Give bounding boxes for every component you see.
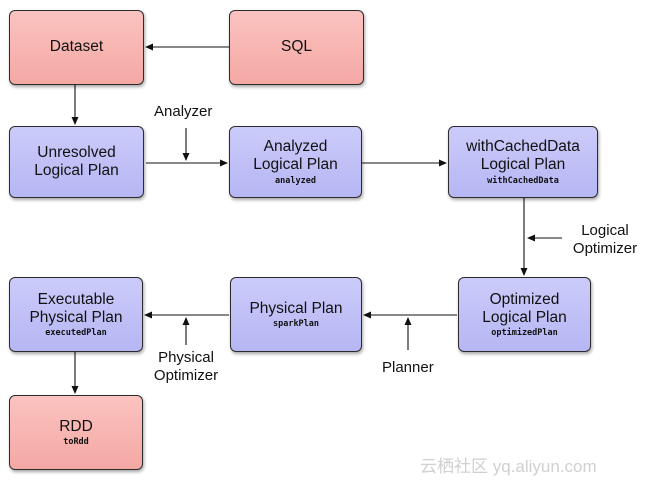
node-sql: SQL: [229, 10, 364, 85]
label-analyzer: Analyzer: [154, 103, 213, 120]
node-dataset: Dataset: [9, 10, 144, 85]
node-cached-title: withCachedData Logical Plan: [466, 138, 580, 174]
node-physical-plan: Physical Plan sparkPlan: [230, 277, 362, 352]
node-analyzed-title: Analyzed Logical Plan: [253, 138, 338, 174]
node-executable-sub: executedPlan: [45, 328, 107, 339]
node-physical-sub: sparkPlan: [272, 319, 320, 330]
node-optimized-logical-plan: Optimized Logical Plan optimizedPlan: [458, 277, 591, 352]
label-logical-optimizer: Logical Optimizer: [572, 222, 638, 257]
node-analyzed-logical-plan: Analyzed Logical Plan analyzed: [229, 126, 362, 198]
node-unresolved-logical-plan: Unresolved Logical Plan: [9, 126, 144, 198]
node-executable-physical-plan: Executable Physical Plan executedPlan: [9, 277, 143, 352]
watermark: 云栖社区 yq.aliyun.com: [420, 457, 597, 476]
node-physical-title: Physical Plan: [249, 299, 343, 317]
node-rdd-sub: toRdd: [63, 437, 89, 448]
node-cached-sub: withCachedData: [487, 175, 559, 186]
node-withcacheddata-logical-plan: withCachedData Logical Plan withCachedDa…: [448, 126, 598, 198]
label-physical-optimizer: Physical Optimizer: [153, 349, 219, 384]
node-dataset-title: Dataset: [49, 38, 104, 56]
node-analyzed-sub: analyzed: [275, 175, 316, 186]
node-sql-title: SQL: [280, 38, 312, 56]
node-rdd-title: RDD: [59, 417, 93, 435]
node-unresolved-title: Unresolved Logical Plan: [34, 143, 119, 179]
node-rdd: RDD toRdd: [9, 395, 143, 470]
label-planner: Planner: [382, 359, 434, 376]
node-optimized-title: Optimized Logical Plan: [482, 290, 567, 326]
node-optimized-sub: optimizedPlan: [491, 328, 558, 339]
node-executable-title: Executable Physical Plan: [29, 290, 123, 326]
